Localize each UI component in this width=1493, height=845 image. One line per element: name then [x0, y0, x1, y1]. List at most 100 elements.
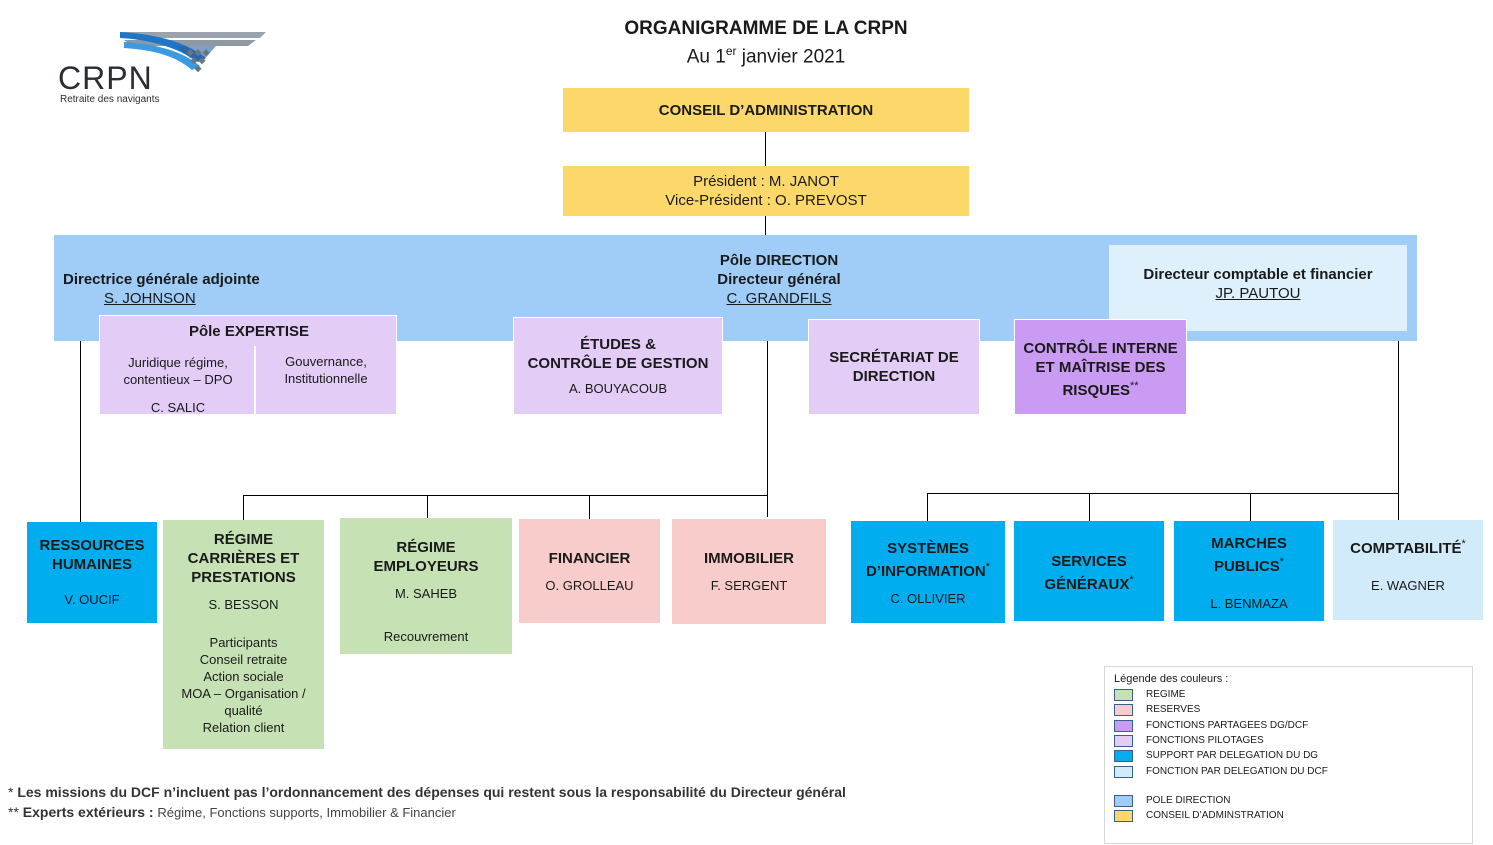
controle-line2: ET MAÎTRISE DES	[1035, 359, 1166, 376]
controle-interne-box: CONTRÔLE INTERNE ET MAÎTRISE DES RISQUES…	[1014, 319, 1187, 415]
pole-expertise-box: Pôle EXPERTISE Juridique régime, content…	[99, 315, 397, 416]
secretariat-line1: SECRÉTARIAT DE	[829, 349, 959, 366]
legend-swatch	[1114, 688, 1133, 701]
footnote-experts-mark: **	[8, 804, 23, 820]
regime-employeurs-line1: RÉGIME	[396, 539, 456, 556]
legend-swatch	[1114, 734, 1133, 747]
regime-carrieres-item: Action sociale	[203, 669, 284, 684]
connector-president-direction	[765, 215, 766, 236]
connector-drop-regime-employeurs	[427, 495, 428, 518]
expertise-divider	[254, 346, 256, 416]
comptabilite-label: COMPTABILITÉ	[1350, 540, 1462, 557]
footnote-experts-text: Régime, Fonctions supports, Immobilier &…	[157, 805, 456, 820]
dg-name: C. GRANDFILS	[726, 290, 832, 307]
connector-left-bus	[243, 495, 768, 496]
juridique-line2: contentieux – DPO	[123, 372, 233, 387]
subtitle-prefix: Au 1	[686, 46, 726, 68]
rh-line2: HUMAINES	[51, 556, 132, 573]
secretariat-line2: DIRECTION	[852, 368, 936, 385]
etudes-name: A. BOUYACOUB	[568, 381, 667, 396]
page-title: ORGANIGRAMME DE LA CRPN	[624, 18, 908, 39]
dg-title: Directeur général	[717, 271, 841, 288]
gouvernance-line2: Institutionnelle	[284, 371, 368, 386]
regime-carrieres-item: Relation client	[202, 720, 285, 735]
regime-carrieres-item: Participants	[209, 635, 278, 650]
systemes-mark: *	[985, 561, 990, 573]
dga-title: Directrice générale adjointe	[63, 271, 260, 288]
legend-item: SUPPORT PAR DELEGATION DU DG	[1114, 749, 1318, 762]
connector-dg-down	[767, 340, 768, 517]
president-line: Président : M. JANOT	[693, 173, 839, 190]
dcf-panel: Directeur comptable et financier JP. PAU…	[1109, 245, 1407, 331]
expertise-juridique-name: C. SALIC	[150, 400, 206, 415]
comptabilite-name: E. WAGNER	[1371, 578, 1445, 593]
footnote-dcf-text: Les missions du DCF n’incluent pas l’ord…	[17, 784, 846, 800]
regime-carrieres-item: qualité	[224, 703, 263, 718]
legend-label: FONCTIONS PILOTAGES	[1146, 735, 1264, 746]
legend-swatch	[1114, 703, 1133, 716]
regime-carrieres-item: Conseil retraite	[199, 652, 288, 667]
legend-label: CONSEIL D’ADMINSTRATION	[1146, 810, 1284, 821]
connector-drop-marches	[1250, 493, 1251, 521]
legend-item: POLE DIRECTION	[1114, 794, 1230, 807]
logo-name: CRPN	[58, 60, 153, 96]
regime-carrieres-line1: RÉGIME	[213, 531, 274, 548]
conseil-administration-box: CONSEIL D’ADMINISTRATION	[563, 88, 969, 132]
legend-label: REGIME	[1146, 689, 1186, 700]
regime-employeurs-sub: Recouvrement	[383, 629, 469, 644]
legend-swatch	[1114, 719, 1133, 732]
gouvernance-line1: Gouvernance,	[285, 354, 367, 369]
regime-employeurs-box: RÉGIME EMPLOYEURS M. SAHEB Recouvrement	[340, 518, 512, 654]
connector-right-bus	[927, 493, 1399, 494]
footnote-experts: ** Experts extérieurs : Régime, Fonction…	[8, 804, 456, 820]
subtitle-suffix: janvier 2021	[736, 46, 846, 68]
connector-rh	[80, 340, 81, 522]
services-mark: *	[1129, 574, 1134, 586]
page-subtitle: Au 1er janvier 2021	[566, 44, 966, 68]
rh-name: V. OUCIF	[64, 592, 120, 607]
systemes-line2-wrap: D’INFORMATION*	[866, 558, 990, 581]
subtitle-sup: er	[725, 44, 737, 58]
connector-conseil-president	[765, 131, 766, 166]
regime-employeurs-name: M. SAHEB	[394, 586, 458, 601]
footnote-dcf: * Les missions du DCF n’incluent pas l’o…	[8, 784, 846, 800]
regime-carrieres-box: RÉGIME CARRIÈRES ET PRESTATIONS S. BESSO…	[163, 520, 324, 749]
comptabilite-label-wrap: COMPTABILITÉ*	[1350, 535, 1466, 558]
legend-label: SUPPORT PAR DELEGATION DU DG	[1146, 750, 1319, 761]
regime-carrieres-item: MOA – Organisation /	[181, 686, 306, 701]
legend-item: FONCTION PAR DELEGATION DU DCF	[1114, 765, 1328, 778]
presidence-box: Président : M. JANOT Vice-Président : O.…	[563, 166, 969, 216]
legend-item: CONSEIL D’ADMINSTRATION	[1114, 809, 1284, 822]
services-line2-wrap: GÉNÉRAUX*	[1044, 571, 1133, 594]
controle-line3: RISQUES	[1062, 382, 1130, 399]
connector-drop-services	[1089, 493, 1090, 521]
footnote-experts-label: Experts extérieurs :	[22, 804, 158, 820]
legend-item: FONCTIONS PILOTAGES	[1114, 734, 1264, 747]
connector-dcf-down	[1398, 340, 1399, 520]
dcf-title: Directeur comptable et financier	[1143, 266, 1373, 283]
regime-carrieres-line2: CARRIÈRES ET	[187, 550, 300, 567]
crpn-wings-icon	[120, 32, 266, 73]
dcf-name: JP. PAUTOU	[1215, 285, 1301, 302]
legend-label: POLE DIRECTION	[1146, 795, 1231, 806]
etudes-line1: ÉTUDES &	[580, 336, 656, 353]
legend-item: RESERVES	[1114, 703, 1200, 716]
legend-title: Légende des couleurs :	[1114, 673, 1229, 685]
marches-publics-box: MARCHES PUBLICS* L. BENMAZA	[1174, 521, 1324, 621]
controle-line3-wrap: RISQUES**	[1062, 377, 1138, 400]
comptabilite-box: COMPTABILITÉ* E. WAGNER	[1333, 520, 1483, 620]
crpn-logo: CRPN Retraite des navigants	[56, 28, 271, 108]
marches-mark: *	[1279, 556, 1285, 568]
marches-line2: PUBLICS	[1213, 558, 1280, 575]
legend-item: REGIME	[1114, 688, 1185, 701]
regime-carrieres-list: Participants Conseil retraite Action soc…	[181, 634, 305, 736]
financier-label: FINANCIER	[548, 550, 631, 567]
footnote-dcf-mark: *	[8, 784, 18, 800]
color-legend: Légende des couleurs : REGIME RESERVES FON…	[1104, 666, 1473, 844]
services-line1: SERVICES	[1051, 553, 1127, 570]
dga-name: S. JOHNSON	[104, 290, 196, 307]
connector-drop-regime-carrieres	[243, 495, 244, 520]
etudes-line2: CONTRÔLE DE GESTION	[527, 355, 709, 372]
legend-item: FONCTIONS PARTAGEES DG/DCF	[1114, 719, 1308, 732]
expertise-gouvernance: Gouvernance, Institutionnelle	[256, 353, 396, 387]
